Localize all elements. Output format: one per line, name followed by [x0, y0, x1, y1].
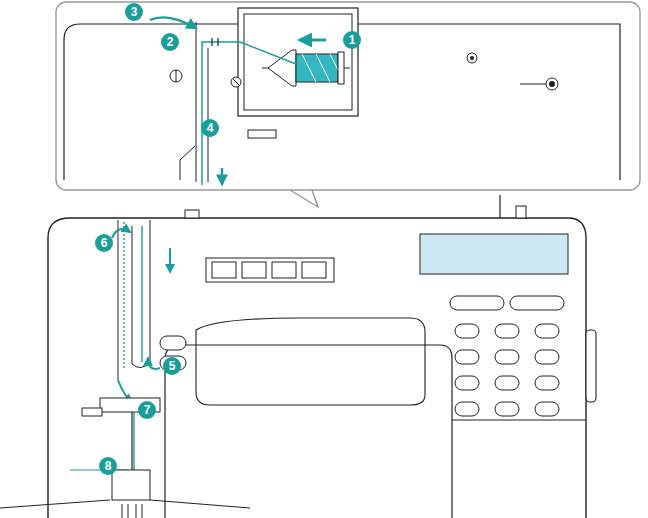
callout-number: 5	[163, 357, 181, 375]
feed-dog	[128, 504, 129, 518]
thread-guide	[212, 38, 218, 46]
key	[450, 296, 504, 310]
bobbin-stop-center	[549, 81, 555, 87]
key	[455, 324, 479, 338]
thread-path	[130, 412, 134, 478]
callout-text: 7	[138, 401, 156, 419]
direction-arrow	[300, 39, 326, 42]
callout-text: 2	[161, 33, 179, 51]
thread-path	[202, 42, 296, 185]
callout-text: 1	[343, 31, 361, 49]
button	[242, 262, 266, 278]
key	[495, 350, 519, 364]
spool-pin	[499, 195, 500, 218]
spool-end	[338, 52, 344, 84]
feed-dog	[136, 504, 137, 518]
key	[535, 402, 559, 416]
key	[510, 296, 564, 310]
tension-knob	[516, 206, 526, 218]
screw-center	[470, 56, 474, 60]
lever	[82, 408, 102, 416]
tension-dial	[231, 77, 241, 87]
key	[455, 402, 479, 416]
thread-path	[141, 226, 142, 362]
callout-number: 2	[161, 33, 179, 51]
keypad	[160, 296, 564, 416]
key	[160, 336, 186, 350]
key	[535, 350, 559, 364]
direction-arrow	[148, 358, 160, 369]
inset-pointer	[290, 190, 318, 207]
direction-arrow	[169, 248, 171, 272]
key	[455, 376, 479, 390]
callout-number: 6	[95, 234, 113, 252]
key	[495, 324, 519, 338]
callout-number: 4	[201, 119, 219, 137]
direction-arrow	[112, 229, 130, 238]
machine-body	[48, 218, 586, 518]
key	[455, 350, 479, 364]
key	[535, 324, 559, 338]
direction-arrow	[221, 168, 223, 184]
lcd-screen	[420, 234, 568, 274]
spool-holder	[238, 8, 358, 116]
knob-mark	[176, 70, 177, 82]
thread-channel	[118, 220, 150, 380]
thread-spool	[296, 54, 338, 82]
inset-frame	[56, 2, 640, 190]
bobbin-stop	[546, 78, 558, 90]
callout-number: 1	[343, 31, 361, 49]
bracket	[180, 146, 195, 180]
key	[495, 376, 519, 390]
button	[272, 262, 296, 278]
callout-text: 8	[99, 457, 117, 475]
spool-holder-inner	[244, 14, 352, 110]
callout-text: 6	[95, 234, 113, 252]
callout-text: 4	[201, 119, 219, 137]
key	[535, 376, 559, 390]
machine-arm	[165, 345, 452, 518]
feed-dog	[142, 504, 143, 518]
callout-number: 7	[138, 401, 156, 419]
presser-foot	[112, 470, 150, 500]
handwheel	[586, 330, 596, 402]
direction-arrow	[150, 17, 196, 28]
callout-number: 8	[99, 457, 117, 475]
spool-texture	[302, 54, 338, 82]
callout-text: 5	[163, 357, 181, 375]
button	[302, 262, 326, 278]
callout-text: 3	[125, 3, 143, 21]
thread-path-dotted	[123, 222, 124, 368]
feed-dog	[122, 504, 123, 518]
knob	[170, 70, 182, 82]
callout-number: 3	[125, 3, 143, 21]
thread-slot	[196, 22, 208, 182]
key	[495, 402, 519, 416]
arm-opening	[196, 318, 425, 405]
feed-dogs	[122, 504, 142, 518]
front-panel-line	[452, 420, 586, 421]
winder-shaft	[520, 84, 546, 85]
tension-mark	[233, 79, 239, 85]
button-row	[206, 258, 334, 282]
screw	[467, 53, 477, 63]
bobbin-winder	[185, 210, 199, 218]
button	[212, 262, 236, 278]
lever-slot	[248, 130, 276, 138]
needle-plate	[0, 500, 250, 508]
